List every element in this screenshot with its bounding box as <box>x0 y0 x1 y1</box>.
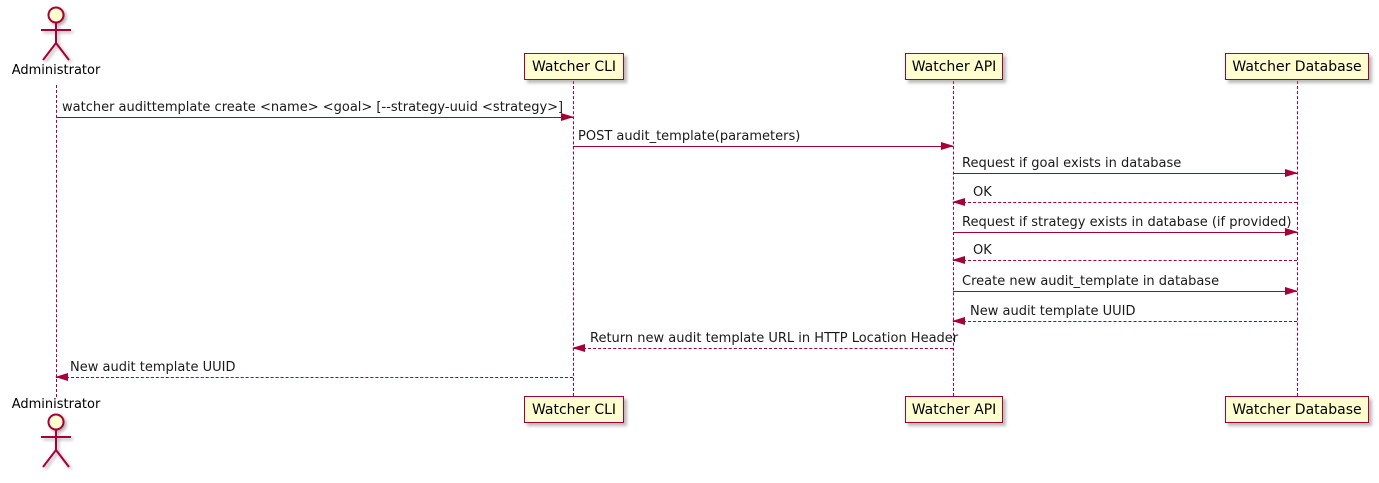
lifeline-administrator <box>56 85 57 397</box>
arrowhead-right-icon <box>1285 287 1298 295</box>
lifeline-watcher-api <box>953 81 954 396</box>
arrowhead-right-icon <box>1285 169 1298 177</box>
participant-label: Watcher Database <box>1232 401 1362 418</box>
actor-label: Administrator <box>11 63 101 78</box>
participant-watcher-api-bottom: Watcher API <box>905 396 1003 423</box>
message-arrow <box>573 142 954 150</box>
message-1: watcher audittemplate create <name> <goa… <box>56 100 574 121</box>
message-arrow <box>572 344 953 352</box>
message-5: Request if strategy exists in database (… <box>953 215 1298 236</box>
message-label: Create new audit_template in database <box>962 274 1220 289</box>
message-label: Return new audit template URL in HTTP Lo… <box>590 331 959 346</box>
message-4: OK <box>952 185 1297 206</box>
lifeline-watcher-cli <box>573 81 574 396</box>
message-arrow <box>953 287 1298 295</box>
actor-administrator-bottom: Administrator <box>4 397 108 470</box>
participant-watcher-database-bottom: Watcher Database <box>1225 396 1369 423</box>
message-6: OK <box>952 243 1297 264</box>
message-label: Request if goal exists in database <box>962 156 1182 171</box>
arrowhead-right-icon <box>1285 228 1298 236</box>
participant-label: Watcher API <box>911 401 997 418</box>
message-label: watcher audittemplate create <name> <goa… <box>62 100 564 115</box>
actor-figure-icon <box>41 413 71 468</box>
message-arrow <box>56 113 574 121</box>
message-arrow <box>952 256 1297 264</box>
arrowhead-right-icon <box>941 142 954 150</box>
actor-figure-icon <box>41 6 71 61</box>
message-arrow <box>953 169 1298 177</box>
actor-label: Administrator <box>11 397 101 412</box>
participant-watcher-cli-top: Watcher CLI <box>524 53 624 80</box>
message-label: Request if strategy exists in database (… <box>962 215 1292 230</box>
message-label: POST audit_template(parameters) <box>578 129 801 144</box>
message-arrow <box>952 198 1297 206</box>
participant-watcher-database-top: Watcher Database <box>1225 53 1369 80</box>
message-3: Request if goal exists in database <box>953 156 1298 177</box>
arrowhead-left-icon <box>952 198 965 206</box>
participant-watcher-cli-bottom: Watcher CLI <box>524 396 624 423</box>
arrowhead-left-icon <box>572 344 585 352</box>
message-arrow <box>953 228 1298 236</box>
participant-label: Watcher CLI <box>531 58 617 75</box>
message-label: New audit template UUID <box>970 304 1136 319</box>
participant-label: Watcher API <box>911 58 997 75</box>
message-label: OK <box>973 243 992 258</box>
message-label: New audit template UUID <box>70 360 236 375</box>
participant-watcher-api-top: Watcher API <box>905 53 1003 80</box>
message-8: New audit template UUID <box>952 304 1297 325</box>
message-label: OK <box>973 185 992 200</box>
message-arrow <box>55 373 573 381</box>
participant-label: Watcher Database <box>1232 58 1362 75</box>
message-10: New audit template UUID <box>55 360 573 381</box>
message-arrow <box>952 317 1297 325</box>
message-2: POST audit_template(parameters) <box>573 129 954 150</box>
arrowhead-right-icon <box>561 113 574 121</box>
participant-label: Watcher CLI <box>531 401 617 418</box>
message-9: Return new audit template URL in HTTP Lo… <box>572 331 959 352</box>
arrowhead-left-icon <box>952 256 965 264</box>
arrowhead-left-icon <box>55 373 68 381</box>
arrowhead-left-icon <box>952 317 965 325</box>
message-7: Create new audit_template in database <box>953 274 1298 295</box>
actor-administrator-top: Administrator <box>4 5 108 78</box>
lifeline-watcher-database <box>1297 81 1298 396</box>
